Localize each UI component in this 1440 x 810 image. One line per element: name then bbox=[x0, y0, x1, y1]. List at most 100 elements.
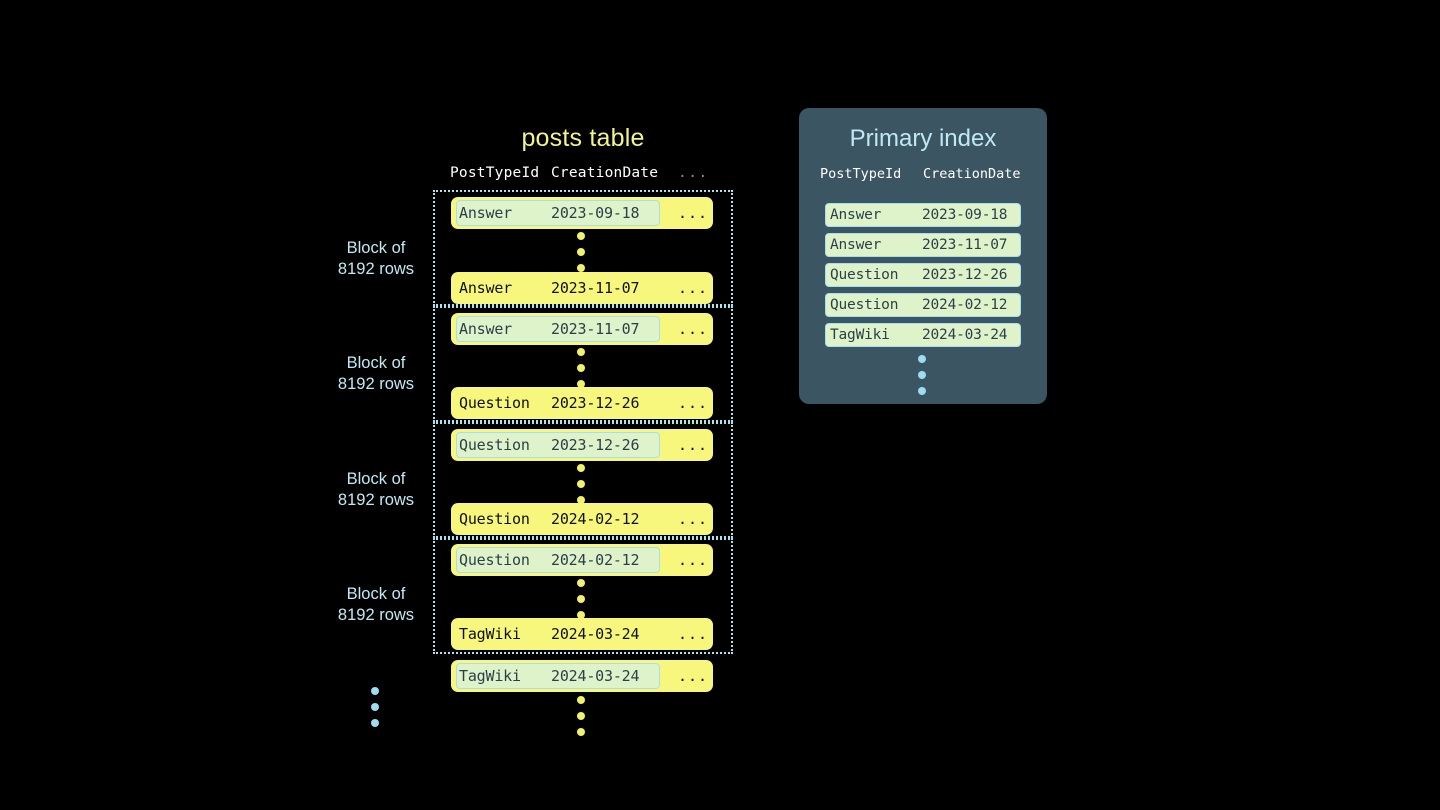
block-label-2-line2: 8192 rows bbox=[337, 375, 415, 393]
index-row: Answer 2023-09-18 bbox=[825, 203, 1021, 227]
primary-key-highlight bbox=[456, 432, 660, 458]
index-row-posttypeid: Answer bbox=[830, 236, 882, 253]
table-row: Question 2023-12-26 ... bbox=[451, 429, 713, 461]
dot bbox=[577, 728, 585, 736]
row-creationdate: 2024-02-12 bbox=[551, 551, 640, 569]
posts-table-column-headers: PostTypeId CreationDate ... bbox=[433, 165, 733, 187]
index-row-posttypeid: TagWiki bbox=[830, 326, 890, 343]
block-label-4-line2: 8192 rows bbox=[337, 606, 415, 624]
primary-key-highlight bbox=[456, 200, 660, 226]
row-ellipsis: ... bbox=[678, 625, 709, 643]
dot bbox=[577, 611, 585, 619]
block-label-4: Block of 8192 rows bbox=[301, 584, 451, 626]
index-row-creationdate: 2024-03-24 bbox=[922, 326, 1008, 343]
block-label-3-line2: 8192 rows bbox=[337, 491, 415, 509]
row-creationdate: 2024-02-12 bbox=[551, 510, 640, 528]
row-posttypeid: Question bbox=[459, 510, 530, 528]
table-row: Answer 2023-09-18 ... bbox=[451, 197, 713, 229]
index-column-header-posttypeid: PostTypeId bbox=[820, 166, 902, 182]
index-row-creationdate: 2024-02-12 bbox=[922, 296, 1008, 313]
table-row: Question 2024-02-12 ... bbox=[451, 503, 713, 535]
block-label-2: Block of 8192 rows bbox=[301, 353, 451, 395]
row-posttypeid: TagWiki bbox=[459, 625, 521, 643]
block-label-1-line2: 8192 rows bbox=[337, 260, 415, 278]
dot bbox=[371, 687, 379, 695]
table-block-1 bbox=[433, 190, 733, 306]
row-creationdate: 2024-03-24 bbox=[551, 625, 640, 643]
row-ellipsis: ... bbox=[678, 436, 709, 454]
dot bbox=[577, 364, 585, 372]
row-creationdate: 2023-12-26 bbox=[551, 436, 640, 454]
row-continuation-dots bbox=[577, 348, 587, 388]
primary-key-highlight bbox=[456, 547, 660, 573]
index-row: Answer 2023-11-07 bbox=[825, 233, 1021, 257]
index-row-posttypeid: Answer bbox=[830, 206, 882, 223]
column-header-ellipsis: ... bbox=[678, 165, 709, 181]
table-row: TagWiki 2024-03-24 ... bbox=[451, 660, 713, 692]
table-continuation-dots bbox=[577, 696, 587, 736]
block-label-2-line1: Block of bbox=[346, 354, 406, 372]
row-creationdate: 2023-09-18 bbox=[551, 204, 640, 222]
index-row-creationdate: 2023-09-18 bbox=[922, 206, 1008, 223]
dot bbox=[577, 696, 585, 704]
dot bbox=[918, 387, 926, 395]
row-ellipsis: ... bbox=[678, 279, 709, 297]
index-row-creationdate: 2023-12-26 bbox=[922, 266, 1008, 283]
row-posttypeid: TagWiki bbox=[459, 667, 521, 685]
dot bbox=[577, 464, 585, 472]
dot bbox=[577, 480, 585, 488]
index-row-posttypeid: Question bbox=[830, 296, 899, 313]
row-continuation-dots bbox=[577, 464, 587, 504]
dot bbox=[918, 371, 926, 379]
dot bbox=[371, 719, 379, 727]
dot bbox=[577, 264, 585, 272]
block-label-3: Block of 8192 rows bbox=[301, 469, 451, 511]
table-row: Question 2024-02-12 ... bbox=[451, 544, 713, 576]
index-continuation-dots bbox=[918, 355, 928, 395]
table-row: TagWiki 2024-03-24 ... bbox=[451, 618, 713, 650]
row-creationdate: 2023-11-07 bbox=[551, 320, 640, 338]
dot bbox=[577, 579, 585, 587]
dot bbox=[577, 348, 585, 356]
column-header-creationdate: CreationDate bbox=[551, 165, 659, 181]
index-row: TagWiki 2024-03-24 bbox=[825, 323, 1021, 347]
dot bbox=[577, 496, 585, 504]
table-row: Answer 2023-11-07 ... bbox=[451, 313, 713, 345]
row-posttypeid: Answer bbox=[459, 320, 512, 338]
dot bbox=[577, 595, 585, 603]
block-label-1-line1: Block of bbox=[346, 239, 406, 257]
dot bbox=[577, 712, 585, 720]
row-posttypeid: Question bbox=[459, 551, 530, 569]
dot bbox=[371, 703, 379, 711]
row-creationdate: 2024-03-24 bbox=[551, 667, 640, 685]
primary-index-column-headers: PostTypeId CreationDate bbox=[799, 166, 1047, 186]
index-row-creationdate: 2023-11-07 bbox=[922, 236, 1008, 253]
row-continuation-dots bbox=[577, 579, 587, 619]
row-creationdate: 2023-11-07 bbox=[551, 279, 640, 297]
table-row: Question 2023-12-26 ... bbox=[451, 387, 713, 419]
index-column-header-creationdate: CreationDate bbox=[923, 166, 1021, 182]
row-continuation-dots bbox=[577, 232, 587, 272]
row-posttypeid: Question bbox=[459, 394, 530, 412]
primary-index-title: Primary index bbox=[849, 125, 997, 152]
row-posttypeid: Answer bbox=[459, 204, 512, 222]
dot bbox=[577, 380, 585, 388]
primary-key-highlight bbox=[456, 663, 660, 689]
table-row: Answer 2023-11-07 ... bbox=[451, 272, 713, 304]
primary-index-panel: Primary index PostTypeId CreationDate An… bbox=[799, 108, 1047, 404]
row-ellipsis: ... bbox=[678, 320, 709, 338]
block-label-3-line1: Block of bbox=[346, 470, 406, 488]
table-block-4 bbox=[433, 538, 733, 654]
index-row: Question 2023-12-26 bbox=[825, 263, 1021, 287]
row-creationdate: 2023-12-26 bbox=[551, 394, 640, 412]
row-ellipsis: ... bbox=[678, 204, 709, 222]
block-label-1: Block of 8192 rows bbox=[301, 238, 451, 280]
table-block-2 bbox=[433, 306, 733, 422]
dot bbox=[918, 355, 926, 363]
row-ellipsis: ... bbox=[678, 394, 709, 412]
row-ellipsis: ... bbox=[678, 551, 709, 569]
primary-key-highlight bbox=[456, 316, 660, 342]
column-header-posttypeid: PostTypeId bbox=[450, 165, 540, 181]
posts-table-title: posts table bbox=[521, 124, 645, 152]
